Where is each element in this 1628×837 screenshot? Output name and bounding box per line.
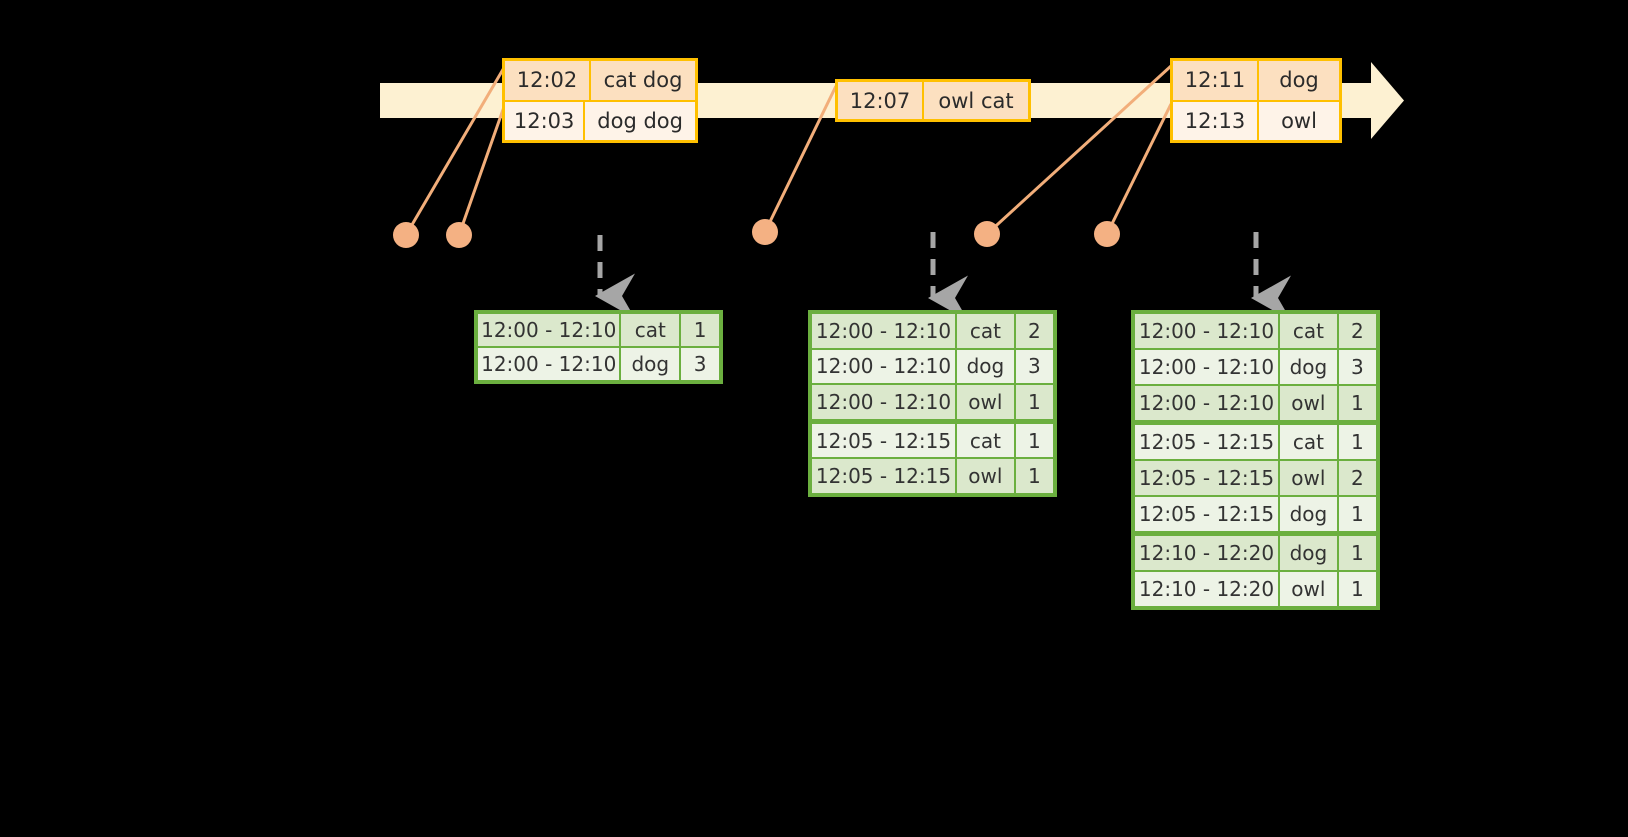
- cell-count: 2: [1338, 314, 1376, 348]
- cell-word: owl: [1279, 572, 1337, 606]
- cell-count: 3: [1338, 350, 1376, 384]
- table-row: 12:10 - 12:20 dog 1: [1135, 536, 1376, 570]
- cell-window: 12:10 - 12:20: [1135, 572, 1278, 606]
- cell-window: 12:00 - 12:10: [1135, 350, 1278, 384]
- table-row: 12:05 - 12:15 owl 1: [812, 459, 1053, 493]
- cell-word: owl: [1279, 461, 1337, 495]
- cell-word: dog: [1279, 536, 1337, 570]
- cell-count: 1: [1015, 385, 1053, 419]
- emit-arrows: [595, 232, 1291, 321]
- cell-window: 12:00 - 12:10: [1135, 386, 1278, 420]
- cell-count: 1: [1338, 572, 1376, 606]
- event-dot-4: [974, 221, 1000, 247]
- table-row: 12:00 - 12:10 owl 1: [1135, 386, 1376, 420]
- cell-window: 12:00 - 12:10: [812, 349, 955, 384]
- event-group-1[interactable]: 12:02 cat dog 12:03 dog dog: [502, 58, 698, 143]
- cell-word: owl: [956, 385, 1014, 419]
- table-row: 12:00 - 12:10 dog 3: [478, 348, 719, 380]
- event-time: 12:13: [1173, 101, 1259, 140]
- cell-word: dog: [1279, 497, 1337, 531]
- table-row: 12:05 - 12:15 owl 2: [1135, 461, 1376, 495]
- table-row: 12:05 - 12:15 cat 1: [1135, 425, 1376, 459]
- result-table-2: 12:00 - 12:10 cat 2 12:00 - 12:10 dog 3 …: [808, 310, 1057, 497]
- event-words: dog dog: [585, 101, 695, 140]
- event-row[interactable]: 12:02 cat dog: [505, 61, 695, 100]
- table-row: 12:00 - 12:10 dog 3: [1135, 350, 1376, 384]
- event-dots: [393, 219, 1120, 248]
- cell-count: 1: [1015, 459, 1053, 493]
- cell-window: 12:10 - 12:20: [1135, 536, 1278, 570]
- event-words: owl: [1259, 101, 1339, 140]
- cell-window: 12:00 - 12:10: [1135, 314, 1278, 348]
- cell-window: 12:05 - 12:15: [1135, 461, 1278, 495]
- cell-window: 12:00 - 12:10: [478, 314, 620, 346]
- event-row[interactable]: 12:13 owl: [1173, 99, 1339, 140]
- result-table-1: 12:00 - 12:10 cat 1 12:00 - 12:10 dog 3: [474, 310, 723, 384]
- cell-word: dog: [1279, 350, 1337, 384]
- cell-window: 12:00 - 12:10: [478, 348, 620, 380]
- cell-count: 1: [1338, 425, 1376, 459]
- cell-window: 12:05 - 12:15: [812, 423, 955, 458]
- event-dot-3: [752, 219, 778, 245]
- cell-count: 3: [681, 348, 719, 380]
- table-row: 12:00 - 12:10 cat 1: [478, 314, 719, 346]
- table-row: 12:00 - 12:10 cat 2: [812, 314, 1053, 348]
- cell-count: 1: [1338, 497, 1376, 531]
- cell-count: 2: [1338, 461, 1376, 495]
- cell-count: 1: [1015, 423, 1053, 458]
- cell-count: 1: [1338, 536, 1376, 570]
- event-time: 12:03: [505, 101, 586, 140]
- table-row: 12:00 - 12:10 dog 3: [812, 349, 1053, 384]
- cell-word: dog: [621, 348, 680, 380]
- event-time: 12:11: [1173, 61, 1259, 100]
- event-group-2[interactable]: 12:07 owl cat: [835, 79, 1031, 122]
- table-row: 12:05 - 12:15 cat 1: [812, 423, 1053, 458]
- cell-word: owl: [956, 459, 1014, 493]
- result-table-3: 12:00 - 12:10 cat 2 12:00 - 12:10 dog 3 …: [1131, 310, 1380, 610]
- cell-count: 1: [681, 314, 719, 346]
- event-words: owl cat: [924, 82, 1028, 119]
- cell-count: 2: [1015, 314, 1053, 348]
- event-row[interactable]: 12:03 dog dog: [505, 99, 695, 140]
- table-row: 12:05 - 12:15 dog 1: [1135, 497, 1376, 531]
- cell-window: 12:05 - 12:15: [812, 459, 955, 493]
- cell-window: 12:00 - 12:10: [812, 314, 955, 348]
- cell-window: 12:05 - 12:15: [1135, 425, 1278, 459]
- event-row[interactable]: 12:11 dog: [1173, 61, 1339, 100]
- event-time: 12:07: [838, 82, 924, 119]
- cell-window: 12:00 - 12:10: [812, 385, 955, 419]
- table-row: 12:10 - 12:20 owl 1: [1135, 572, 1376, 606]
- cell-word: cat: [1279, 425, 1337, 459]
- event-group-3[interactable]: 12:11 dog 12:13 owl: [1170, 58, 1342, 143]
- cell-word: cat: [1279, 314, 1337, 348]
- cell-word: cat: [956, 314, 1014, 348]
- table-row: 12:00 - 12:10 cat 2: [1135, 314, 1376, 348]
- event-dot-1: [393, 222, 419, 248]
- event-row[interactable]: 12:07 owl cat: [838, 82, 1028, 119]
- event-time: 12:02: [505, 61, 591, 100]
- event-words: cat dog: [591, 61, 695, 100]
- event-dot-5: [1094, 221, 1120, 247]
- cell-word: owl: [1279, 386, 1337, 420]
- cell-word: dog: [956, 349, 1014, 384]
- cell-count: 3: [1015, 349, 1053, 384]
- cell-count: 1: [1338, 386, 1376, 420]
- table-row: 12:00 - 12:10 owl 1: [812, 385, 1053, 419]
- cell-word: cat: [956, 423, 1014, 458]
- event-dot-2: [446, 222, 472, 248]
- cell-word: cat: [621, 314, 680, 346]
- cell-window: 12:05 - 12:15: [1135, 497, 1278, 531]
- event-words: dog: [1259, 61, 1339, 100]
